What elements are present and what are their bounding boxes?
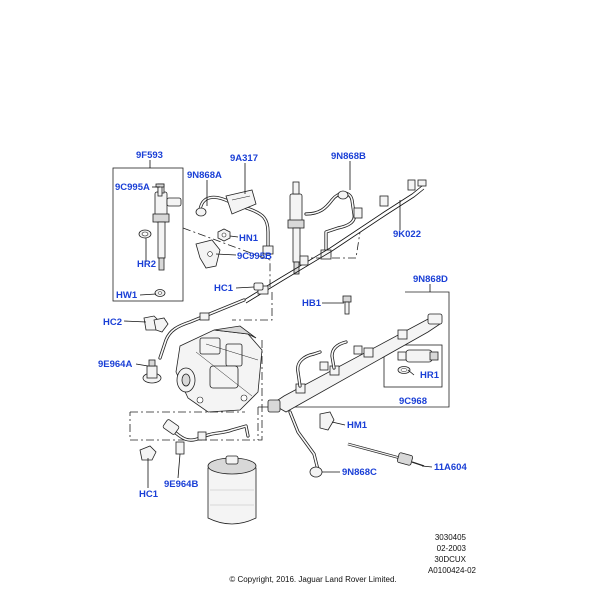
label-HC2: HC2 bbox=[103, 317, 122, 328]
label-9F593: 9F593 bbox=[136, 150, 163, 161]
clip-HC1-bottom bbox=[139, 445, 157, 461]
label-HC1-top: HC1 bbox=[214, 283, 234, 294]
reference-number: 3030405 bbox=[435, 533, 467, 542]
injector-kit-box bbox=[112, 167, 184, 302]
clip-HC2 bbox=[143, 315, 169, 333]
seal-ring bbox=[138, 229, 152, 239]
label-HR2: HR2 bbox=[137, 259, 156, 270]
label-9N868C: 9N868C bbox=[342, 467, 377, 478]
clamp-9C995B bbox=[195, 239, 221, 269]
guide-line bbox=[300, 231, 361, 259]
bracket-9A317 bbox=[225, 189, 257, 215]
label-9N868D: 9N868D bbox=[413, 274, 448, 285]
rail-sensor-box bbox=[383, 344, 443, 388]
fuel-filter bbox=[207, 455, 257, 525]
label-HB1: HB1 bbox=[302, 298, 322, 309]
label-HC1-bottom: HC1 bbox=[139, 489, 159, 500]
clip-HC1-top bbox=[253, 282, 264, 291]
sensor-9E964A bbox=[142, 359, 162, 384]
label-HM1: HM1 bbox=[347, 420, 368, 431]
label-HN1: HN1 bbox=[239, 233, 259, 244]
label-9E964A: 9E964A bbox=[98, 359, 132, 370]
lower-fuel-line bbox=[162, 419, 250, 455]
guide-line bbox=[182, 227, 271, 290]
fuel-rail-box bbox=[258, 291, 450, 408]
label-9E964B: 9E964B bbox=[164, 479, 198, 490]
reference-date: 02-2003 bbox=[437, 544, 467, 553]
label-9C995A: 9C995A bbox=[115, 182, 150, 193]
label-9K022: 9K022 bbox=[393, 229, 421, 240]
reference-illustration-id: A0100424-02 bbox=[428, 566, 477, 575]
washer bbox=[154, 289, 166, 297]
pipe-9N868B bbox=[304, 190, 356, 260]
reference-model-code: 30DCUX bbox=[434, 555, 466, 564]
copyright-notice: © Copyright, 2016. Jaguar Land Rover Lim… bbox=[229, 575, 396, 584]
pipe-9N868C bbox=[288, 410, 323, 478]
bolt-HB1 bbox=[342, 295, 352, 315]
return-line-9K022 bbox=[243, 179, 427, 304]
seal-HR1 bbox=[397, 366, 411, 374]
label-9C968: 9C968 bbox=[399, 396, 427, 407]
label-11A604: 11A604 bbox=[434, 462, 467, 473]
label-HR1: HR1 bbox=[420, 370, 440, 381]
leader-lines bbox=[123, 160, 433, 488]
label-HW1: HW1 bbox=[116, 290, 138, 301]
fuel-pump bbox=[175, 325, 263, 413]
glow-plug bbox=[347, 442, 425, 467]
guide-line bbox=[232, 292, 273, 321]
feed-pipe bbox=[158, 298, 246, 360]
injector-left bbox=[152, 183, 182, 271]
nut-HN1 bbox=[217, 228, 231, 242]
rail-pressure-sensor bbox=[397, 349, 439, 363]
label-9C995B: 9C995B bbox=[237, 251, 272, 262]
fuel-rail bbox=[267, 313, 443, 413]
label-9N868B: 9N868B bbox=[331, 151, 366, 162]
pipe-9N868A bbox=[195, 195, 274, 255]
clip-HM1 bbox=[319, 411, 335, 431]
label-9N868A: 9N868A bbox=[187, 170, 222, 181]
label-9A317: 9A317 bbox=[230, 153, 258, 164]
